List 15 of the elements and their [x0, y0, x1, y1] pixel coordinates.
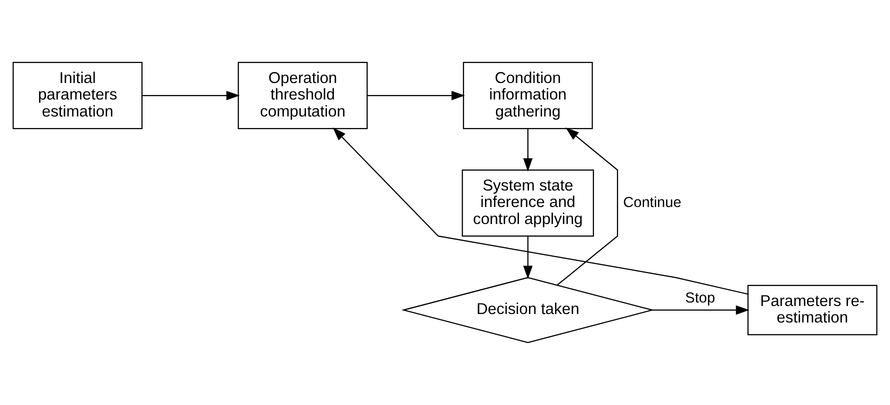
arrow — [367, 90, 465, 100]
node-box: Initial parameters estimation — [12, 62, 143, 130]
node-box: System state inference and control applying — [462, 169, 594, 237]
node-box: Parameters re-estimation — [747, 284, 878, 336]
node-box: Condition information gathering — [462, 62, 593, 130]
arrow — [652, 305, 750, 315]
arrow — [523, 128, 533, 172]
arrow — [332, 127, 748, 295]
node-box: Operation threshold computation — [238, 62, 368, 130]
arrow — [142, 90, 240, 100]
arrow — [556, 128, 618, 286]
arrow — [523, 236, 533, 280]
edge-label: Stop — [685, 290, 716, 307]
edge-label: Continue — [623, 194, 682, 211]
node-diamond: Decision taken — [401, 276, 654, 344]
